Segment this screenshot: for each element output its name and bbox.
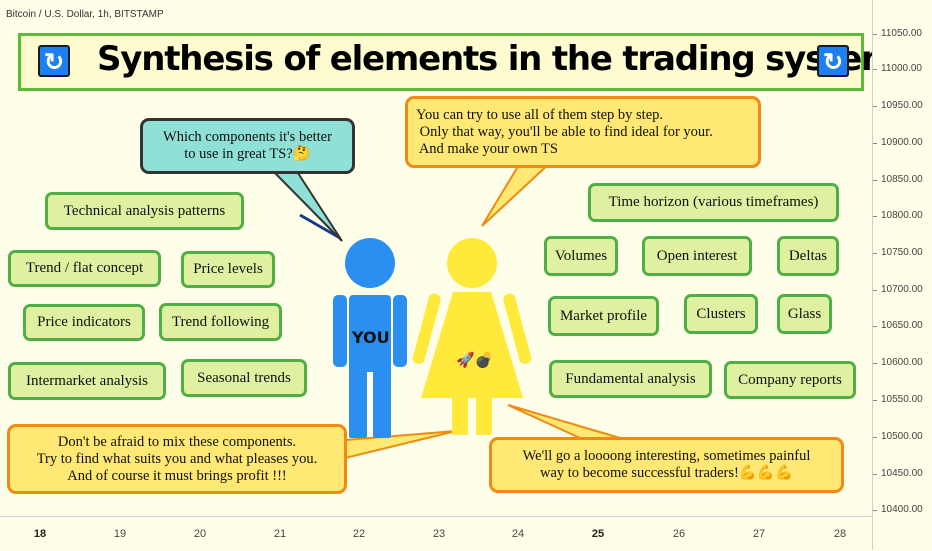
time-tick: 20 (193, 528, 207, 540)
price-tick: 10550.00 (881, 394, 923, 405)
price-tick: 10500.00 (881, 431, 923, 442)
price-tick: 10900.00 (881, 137, 923, 148)
price-tick: 10850.00 (881, 174, 923, 185)
man-figure (333, 238, 407, 438)
chip-deltas: Deltas (777, 236, 839, 276)
time-tick: 28 (833, 528, 847, 540)
question-line-2: to use in great TS?🤔 (184, 146, 311, 162)
chip-glass: Glass (777, 294, 832, 334)
question-pointer (299, 213, 341, 240)
chip-fundamental-analysis: Fundamental analysis (549, 360, 712, 398)
price-tick: 10750.00 (881, 247, 923, 258)
mix-bubble: Don't be afraid to mix these components.… (7, 424, 347, 494)
price-tick: 11000.00 (881, 63, 922, 74)
woman-figure (412, 238, 532, 435)
time-tick: 27 (752, 528, 766, 540)
price-tick: 10450.00 (881, 468, 923, 479)
price-tick: 10400.00 (881, 504, 923, 515)
journey-bubble: We'll go a loooong interesting, sometime… (489, 437, 844, 493)
refresh-icon: ↻ (38, 45, 70, 77)
price-tick: 10700.00 (881, 284, 923, 295)
time-tick: 18 (33, 528, 47, 540)
time-tick: 24 (511, 528, 525, 540)
advice-line-3: And make your own TS (416, 141, 558, 157)
mix-line-1: Don't be afraid to mix these components. (57, 434, 297, 450)
time-tick: 19 (113, 528, 127, 540)
chip-intermarket-analysis: Intermarket analysis (8, 362, 166, 400)
title-banner: ↻ Synthesis of elements in the trading s… (18, 33, 896, 91)
chip-trend-following: Trend following (159, 303, 282, 341)
chip-price-levels: Price levels (181, 251, 275, 288)
symbol-header: Bitcoin / U.S. Dollar, 1h, BITSTAMP (6, 9, 164, 20)
chip-time-horizon: Time horizon (various timeframes) (588, 183, 839, 222)
figures-illustration (269, 162, 621, 460)
price-tick: 10650.00 (881, 320, 923, 331)
chip-volumes: Volumes (544, 236, 618, 276)
price-tick: 11050.00 (881, 28, 922, 39)
page-title: Synthesis of elements in the trading sys… (97, 39, 896, 79)
chip-clusters: Clusters (684, 294, 758, 334)
refresh-icon: ↻ (817, 45, 849, 77)
rocket-bomb-icons: 🚀💣 (456, 352, 494, 369)
chip-trend-flat-concept: Trend / flat concept (8, 250, 161, 287)
journey-line-2: way to become successful traders!💪💪💪 (539, 465, 794, 481)
advice-line-2: Only that way, you'll be able to find id… (416, 124, 713, 140)
question-line-1: Which components it's better (163, 129, 332, 145)
time-tick: 21 (273, 528, 287, 540)
time-tick: 25 (591, 528, 605, 540)
mix-line-3: And of course it must brings profit !!! (67, 468, 287, 484)
mix-line-2: Try to find what suits you and what plea… (36, 451, 318, 467)
advice-line-1: You can try to use all of them step by s… (416, 107, 664, 123)
time-tick: 22 (352, 528, 366, 540)
price-tick: 10600.00 (881, 357, 923, 368)
you-label: YOU (352, 328, 390, 347)
chip-company-reports: Company reports (724, 361, 856, 399)
journey-line-1: We'll go a loooong interesting, sometime… (522, 448, 811, 464)
advice-bubble: You can try to use all of them step by s… (405, 96, 761, 168)
chip-seasonal-trends: Seasonal trends (181, 359, 307, 397)
question-tail (269, 169, 343, 242)
chip-open-interest: Open interest (642, 236, 752, 276)
time-tick: 23 (432, 528, 446, 540)
price-tick: 10950.00 (881, 100, 923, 111)
chip-technical-analysis-patterns: Technical analysis patterns (45, 192, 244, 230)
journey-tail (507, 404, 621, 439)
question-bubble: Which components it's better to use in g… (140, 118, 355, 174)
advice-tail (481, 162, 553, 227)
time-axis: 18 19 20 21 22 23 24 25 26 27 28 (0, 516, 872, 551)
price-axis: 11050.00 11000.00 10950.00 10900.00 1085… (872, 0, 932, 550)
price-tick: 10800.00 (881, 210, 923, 221)
chip-price-indicators: Price indicators (23, 304, 145, 341)
time-tick: 26 (672, 528, 686, 540)
chip-market-profile: Market profile (548, 296, 659, 336)
